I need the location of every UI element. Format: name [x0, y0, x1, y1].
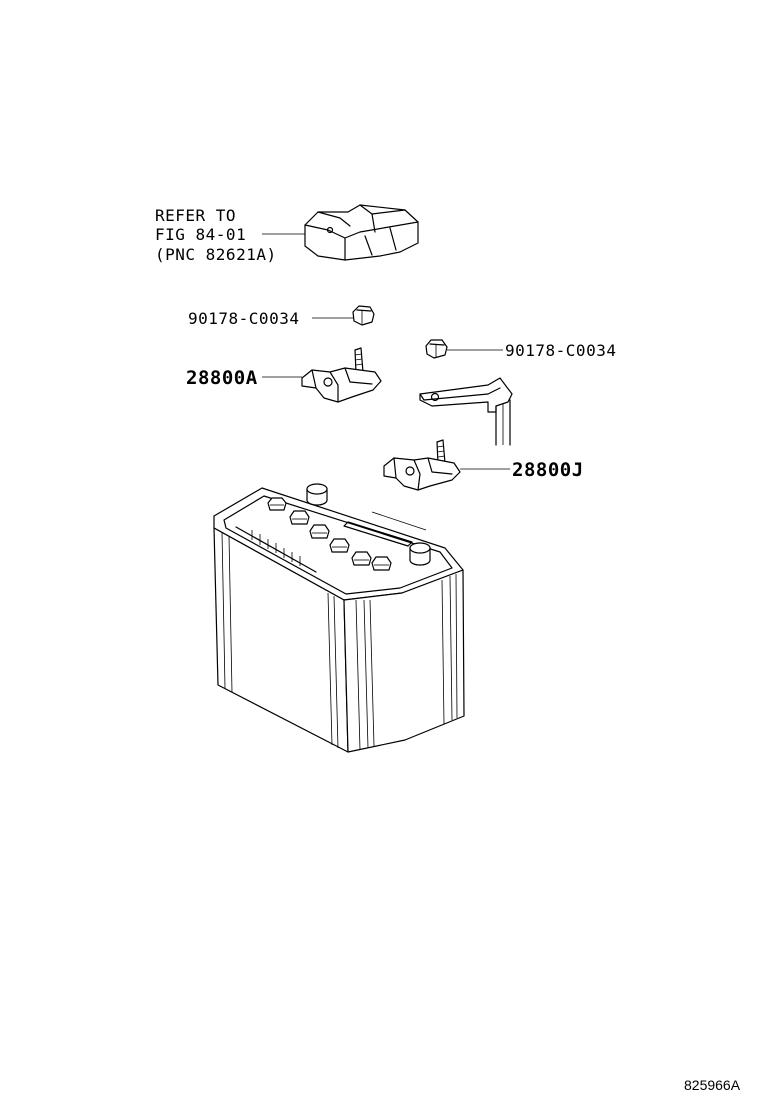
cell-caps	[267, 497, 392, 571]
terminal-positive-part[interactable]	[301, 347, 382, 403]
label-refer-line3: (PNC 82621A)	[155, 245, 277, 264]
battery-hold-down-part[interactable]	[419, 377, 513, 446]
label-nut-upper-left[interactable]: 90178-C0034	[188, 309, 299, 328]
nut-upper-right-part[interactable]	[425, 339, 448, 359]
label-terminal-positive[interactable]: 28800A	[186, 367, 258, 389]
label-terminal-negative[interactable]: 28800J	[512, 459, 584, 481]
battery-part[interactable]	[213, 483, 465, 753]
terminal-negative-part[interactable]	[383, 439, 461, 491]
fusible-link-block-part[interactable]	[304, 204, 419, 261]
illustration-id: 825966A	[684, 1077, 741, 1093]
label-nut-upper-right[interactable]: 90178-C0034	[505, 341, 616, 360]
label-refer-line1: REFER TO	[155, 206, 236, 225]
label-refer-line2: FIG 84-01	[155, 225, 246, 244]
nut-upper-left-part[interactable]	[352, 305, 375, 326]
